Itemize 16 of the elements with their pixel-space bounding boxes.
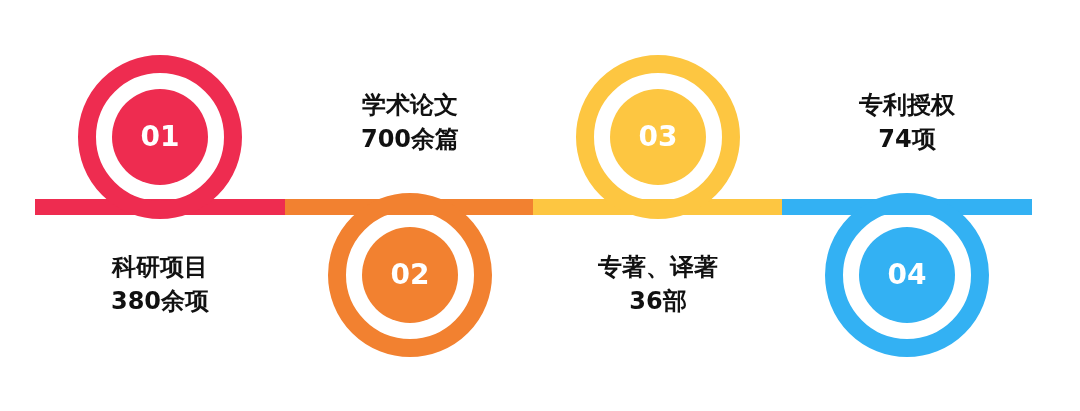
milestone-label: 专著、译著 (597, 252, 719, 283)
numbered-ring-circle (328, 193, 492, 357)
milestone-label: 学术论文 (361, 90, 459, 121)
step-number: 01 (139, 119, 181, 155)
step-number: 03 (637, 119, 679, 155)
milestone-label: 科研项目 (110, 252, 209, 283)
step-number: 02 (389, 257, 431, 293)
milestone-label: 36部 (628, 286, 688, 317)
numbered-ring-circle (78, 55, 242, 219)
milestone-label: 74项 (877, 124, 937, 155)
milestone-label: 700余篇 (359, 124, 461, 155)
milestone-label: 380余项 (109, 286, 211, 317)
numbered-ring-circle (825, 193, 989, 357)
numbered-ring-circle (576, 55, 740, 219)
milestone-label: 专利授权 (858, 90, 956, 121)
step-number: 04 (886, 257, 928, 293)
